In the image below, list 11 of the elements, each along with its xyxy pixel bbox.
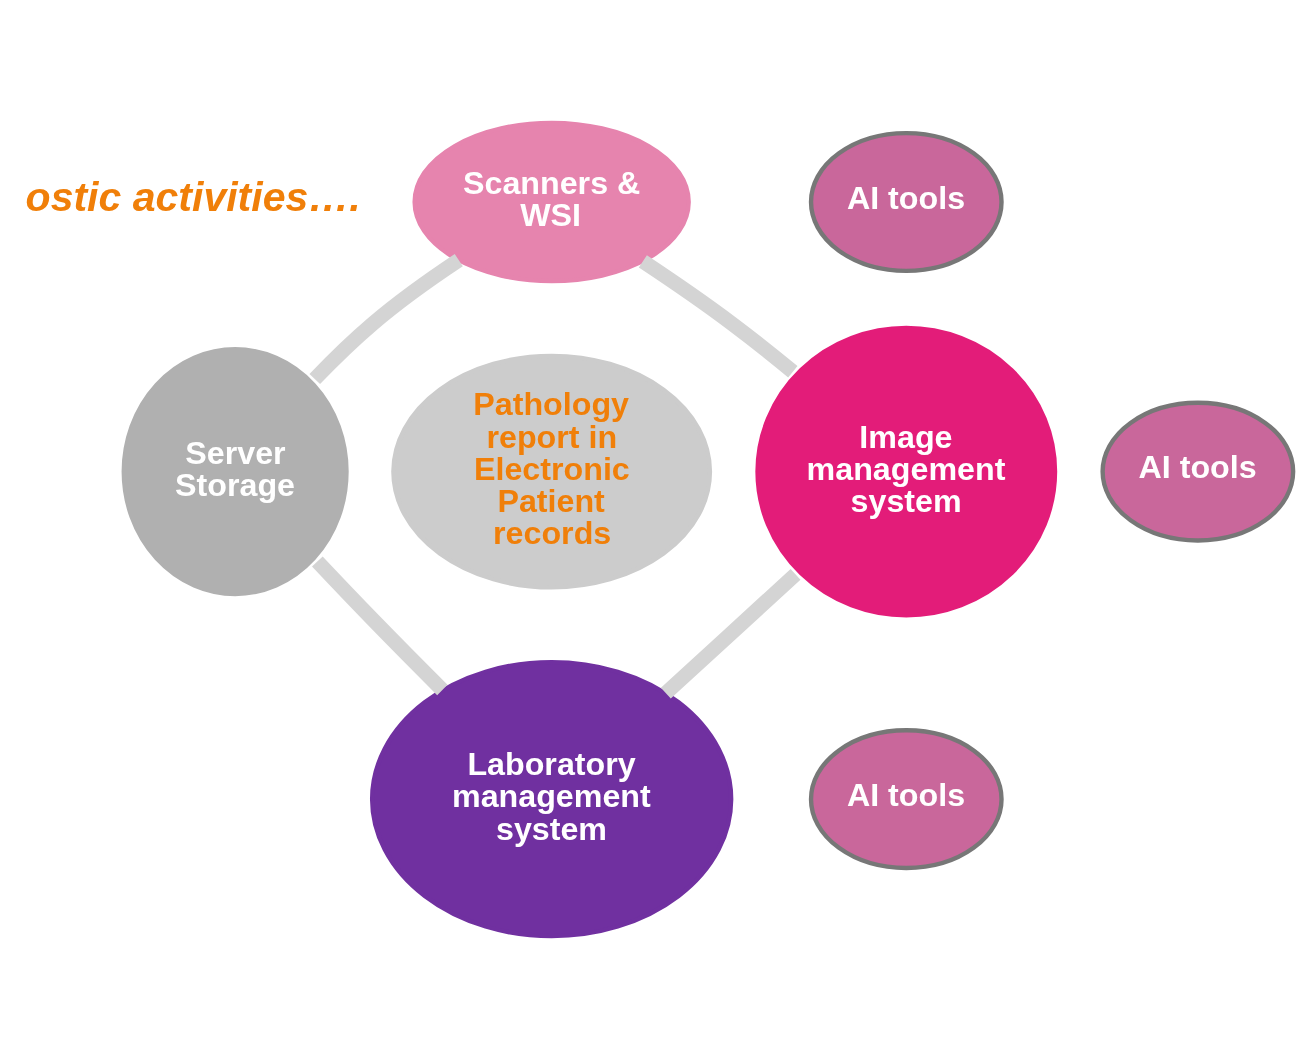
node-ellipse: Laboratory management system [369,659,734,939]
connector [312,556,448,696]
node-ellipse: AI tools [808,130,1004,274]
connector [660,569,801,699]
connector [309,254,463,385]
node-ellipse: Scanners & WSI [412,120,691,284]
node-ellipse: AI tools [1100,400,1296,543]
connector [638,255,798,378]
node-ellipse: AI tools [808,728,1004,871]
node-ellipse: Pathology report in Electronic Patient records [391,353,713,590]
label: ostic activities…. [25,173,361,220]
